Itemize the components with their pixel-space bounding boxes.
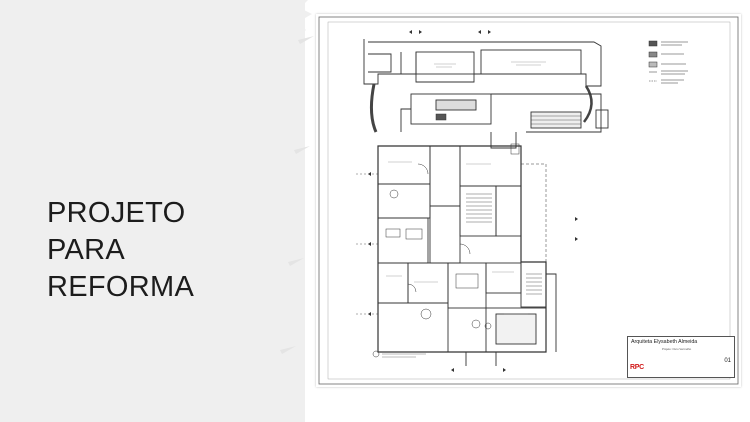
brush-stroke-edge-icon: [270, 0, 314, 422]
floor-plan-drawing-icon: [318, 16, 739, 385]
project-subtitle: Projeto: Ouro Vermelho: [662, 347, 692, 351]
company-logo: RPC: [630, 364, 644, 371]
drawing-sheet: Arquiteta Elysabeth Almeida Projeto: Our…: [316, 14, 741, 387]
sheet-number: 01: [724, 358, 731, 364]
title-line-3: REFORMA: [47, 271, 195, 303]
title-block: Arquiteta Elysabeth Almeida Projeto: Our…: [627, 336, 735, 378]
architect-name: Arquiteta Elysabeth Almeida: [631, 339, 698, 345]
title-line-1: PROJETO: [47, 197, 186, 229]
left-panel: [0, 0, 305, 422]
title-line-2: PARA: [47, 234, 126, 266]
slide-title: PROJETO PARA REFORMA: [47, 195, 267, 306]
